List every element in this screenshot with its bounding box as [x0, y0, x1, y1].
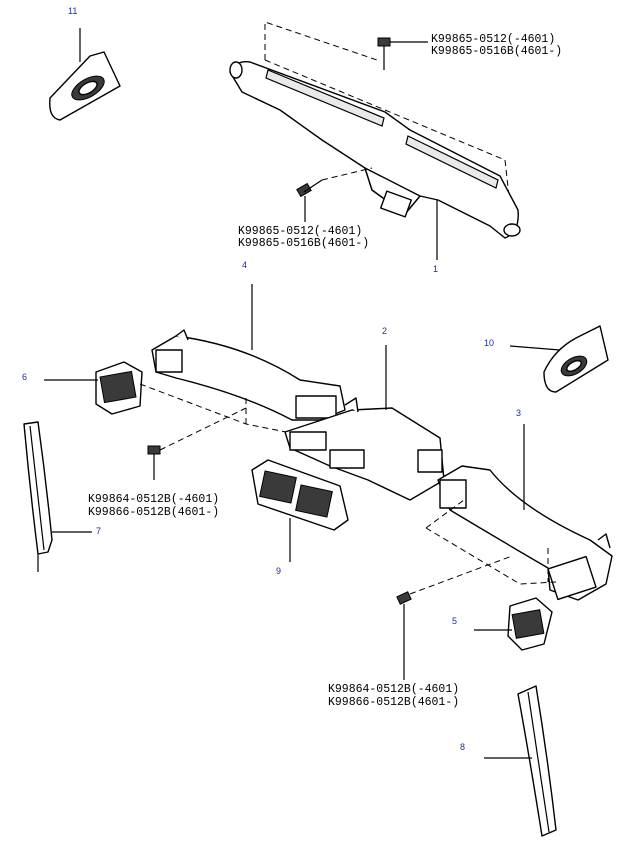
part-3-right-duct [437, 424, 613, 601]
callout-11: 11 [68, 6, 77, 16]
part-2-center-duct [284, 345, 445, 501]
screw-upper-mid-pn-2: K99865-0516B(4601-) [238, 237, 369, 250]
part-8-right-pillar [484, 685, 557, 837]
part-1-defroster-duct [229, 21, 521, 260]
callout-1: 1 [433, 264, 438, 274]
screw-top-right [377, 37, 428, 70]
screw-upper-mid-pn-1: K99865-0512(-4601) [238, 225, 362, 238]
screw-top-right-pn-2: K99865-0516B(4601-) [431, 45, 562, 58]
callout-5: 5 [452, 616, 457, 626]
callout-2: 2 [382, 326, 387, 336]
callout-3: 3 [516, 408, 521, 418]
screw-left-mid-pn-1: K99864-0512B(-4601) [88, 493, 219, 506]
part-11-corner-garnish [49, 28, 121, 121]
screw-bottom [396, 555, 513, 680]
callout-6: 6 [22, 372, 27, 382]
screw-bottom-pn-2: K99866-0512B(4601-) [328, 696, 459, 709]
callout-7: 7 [96, 526, 101, 536]
part-4-left-duct [151, 284, 346, 421]
part-5-right-vent [474, 597, 553, 651]
part-10-right-garnish [509, 325, 609, 393]
callout-8: 8 [460, 742, 465, 752]
callout-9: 9 [276, 566, 281, 576]
screw-top-right-pn-1: K99865-0512(-4601) [431, 33, 555, 46]
screw-bottom-pn-1: K99864-0512B(-4601) [328, 683, 459, 696]
part-6-left-vent [44, 361, 143, 415]
callout-10: 10 [484, 338, 494, 348]
screw-left-mid [147, 407, 247, 480]
part-7-left-pillar [23, 421, 92, 572]
screw-left-mid-pn-2: K99866-0512B(4601-) [88, 506, 219, 519]
screw-upper-mid [296, 167, 373, 222]
part-9-center-vent [251, 459, 349, 562]
callout-4: 4 [242, 260, 247, 270]
